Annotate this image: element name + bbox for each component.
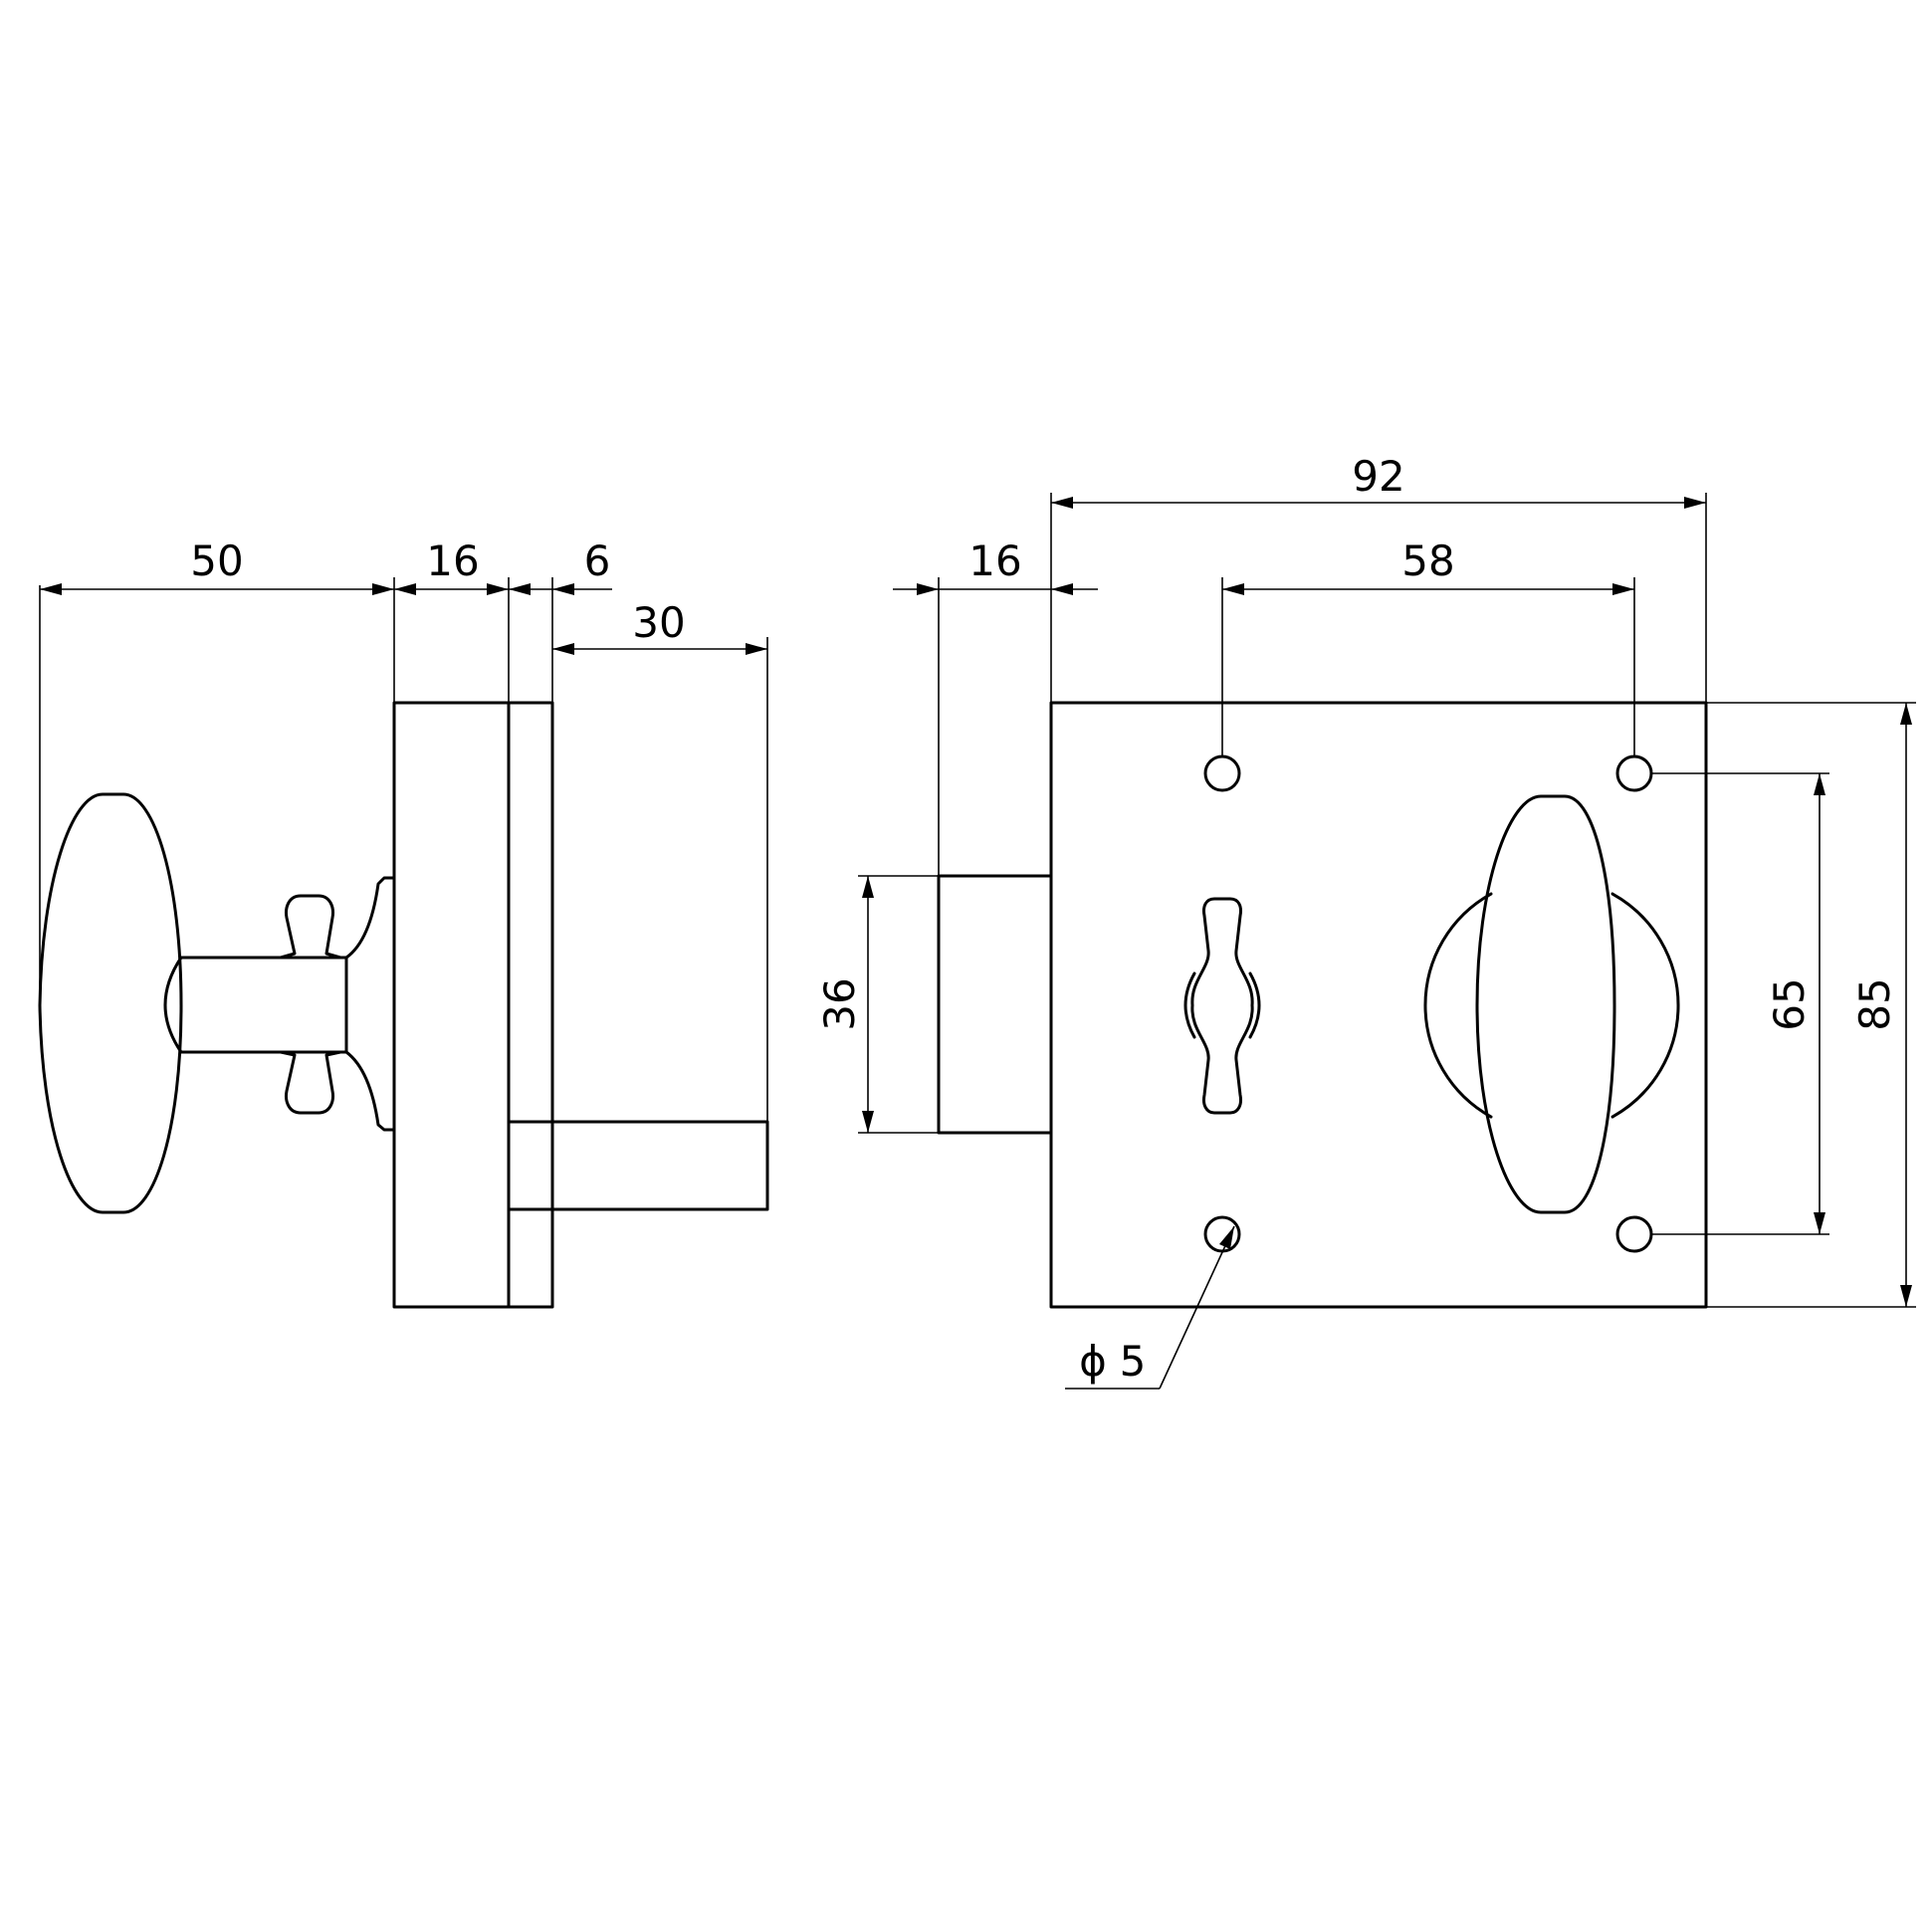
side-view: 50 16 6 30 bbox=[38, 537, 769, 1309]
dim-label-50: 50 bbox=[190, 537, 243, 585]
dim-front-85: 85 bbox=[1706, 702, 1916, 1308]
screw-hole bbox=[1615, 754, 1653, 792]
dim-label-5: 5 bbox=[1120, 1337, 1147, 1386]
dim-label-58: 58 bbox=[1401, 537, 1454, 585]
screw-hole bbox=[1615, 1215, 1653, 1253]
dim-label-6: 6 bbox=[584, 537, 611, 585]
side-indicator bbox=[279, 894, 342, 1115]
dim-front-92: 92 bbox=[1050, 452, 1707, 703]
dim-front-65: 65 bbox=[1651, 772, 1829, 1235]
front-bolt bbox=[937, 874, 1053, 1135]
dim-label-16-side: 16 bbox=[426, 537, 479, 585]
side-spindle bbox=[163, 956, 348, 1054]
side-backplate bbox=[507, 701, 554, 1309]
side-knob bbox=[38, 792, 183, 1214]
screw-hole bbox=[1203, 1215, 1241, 1253]
turn-rose bbox=[1423, 892, 1493, 1119]
diameter-symbol: ϕ bbox=[1079, 1337, 1107, 1386]
dim-front-36: 36 bbox=[815, 875, 939, 1134]
dim-label-85: 85 bbox=[1850, 977, 1899, 1030]
dim-side-30: 30 bbox=[552, 598, 768, 1122]
side-rose bbox=[392, 701, 511, 1309]
dim-front-16: 16 bbox=[893, 537, 1098, 876]
turn-rose bbox=[1610, 892, 1680, 1119]
dim-side-16: 16 bbox=[394, 537, 510, 703]
dim-label-16-front: 16 bbox=[968, 537, 1021, 585]
front-backplate bbox=[1049, 701, 1708, 1309]
dim-hole-diameter: ϕ 5 bbox=[1065, 1225, 1235, 1390]
side-rose-neck bbox=[344, 876, 396, 1132]
dim-label-30: 30 bbox=[632, 598, 685, 647]
screw-hole bbox=[1203, 754, 1241, 792]
side-bolt bbox=[507, 1120, 769, 1211]
front-knob bbox=[1475, 794, 1616, 1214]
dim-side-6: 6 bbox=[509, 537, 612, 703]
dim-label-65: 65 bbox=[1765, 977, 1814, 1030]
front-view: 92 58 16 36 bbox=[815, 452, 1916, 1390]
dim-label-92: 92 bbox=[1352, 452, 1404, 501]
dim-front-58: 58 bbox=[1221, 537, 1635, 756]
dim-label-36: 36 bbox=[815, 977, 864, 1030]
dim-side-50: 50 bbox=[39, 537, 395, 1005]
indicator-icon bbox=[1183, 897, 1261, 1115]
